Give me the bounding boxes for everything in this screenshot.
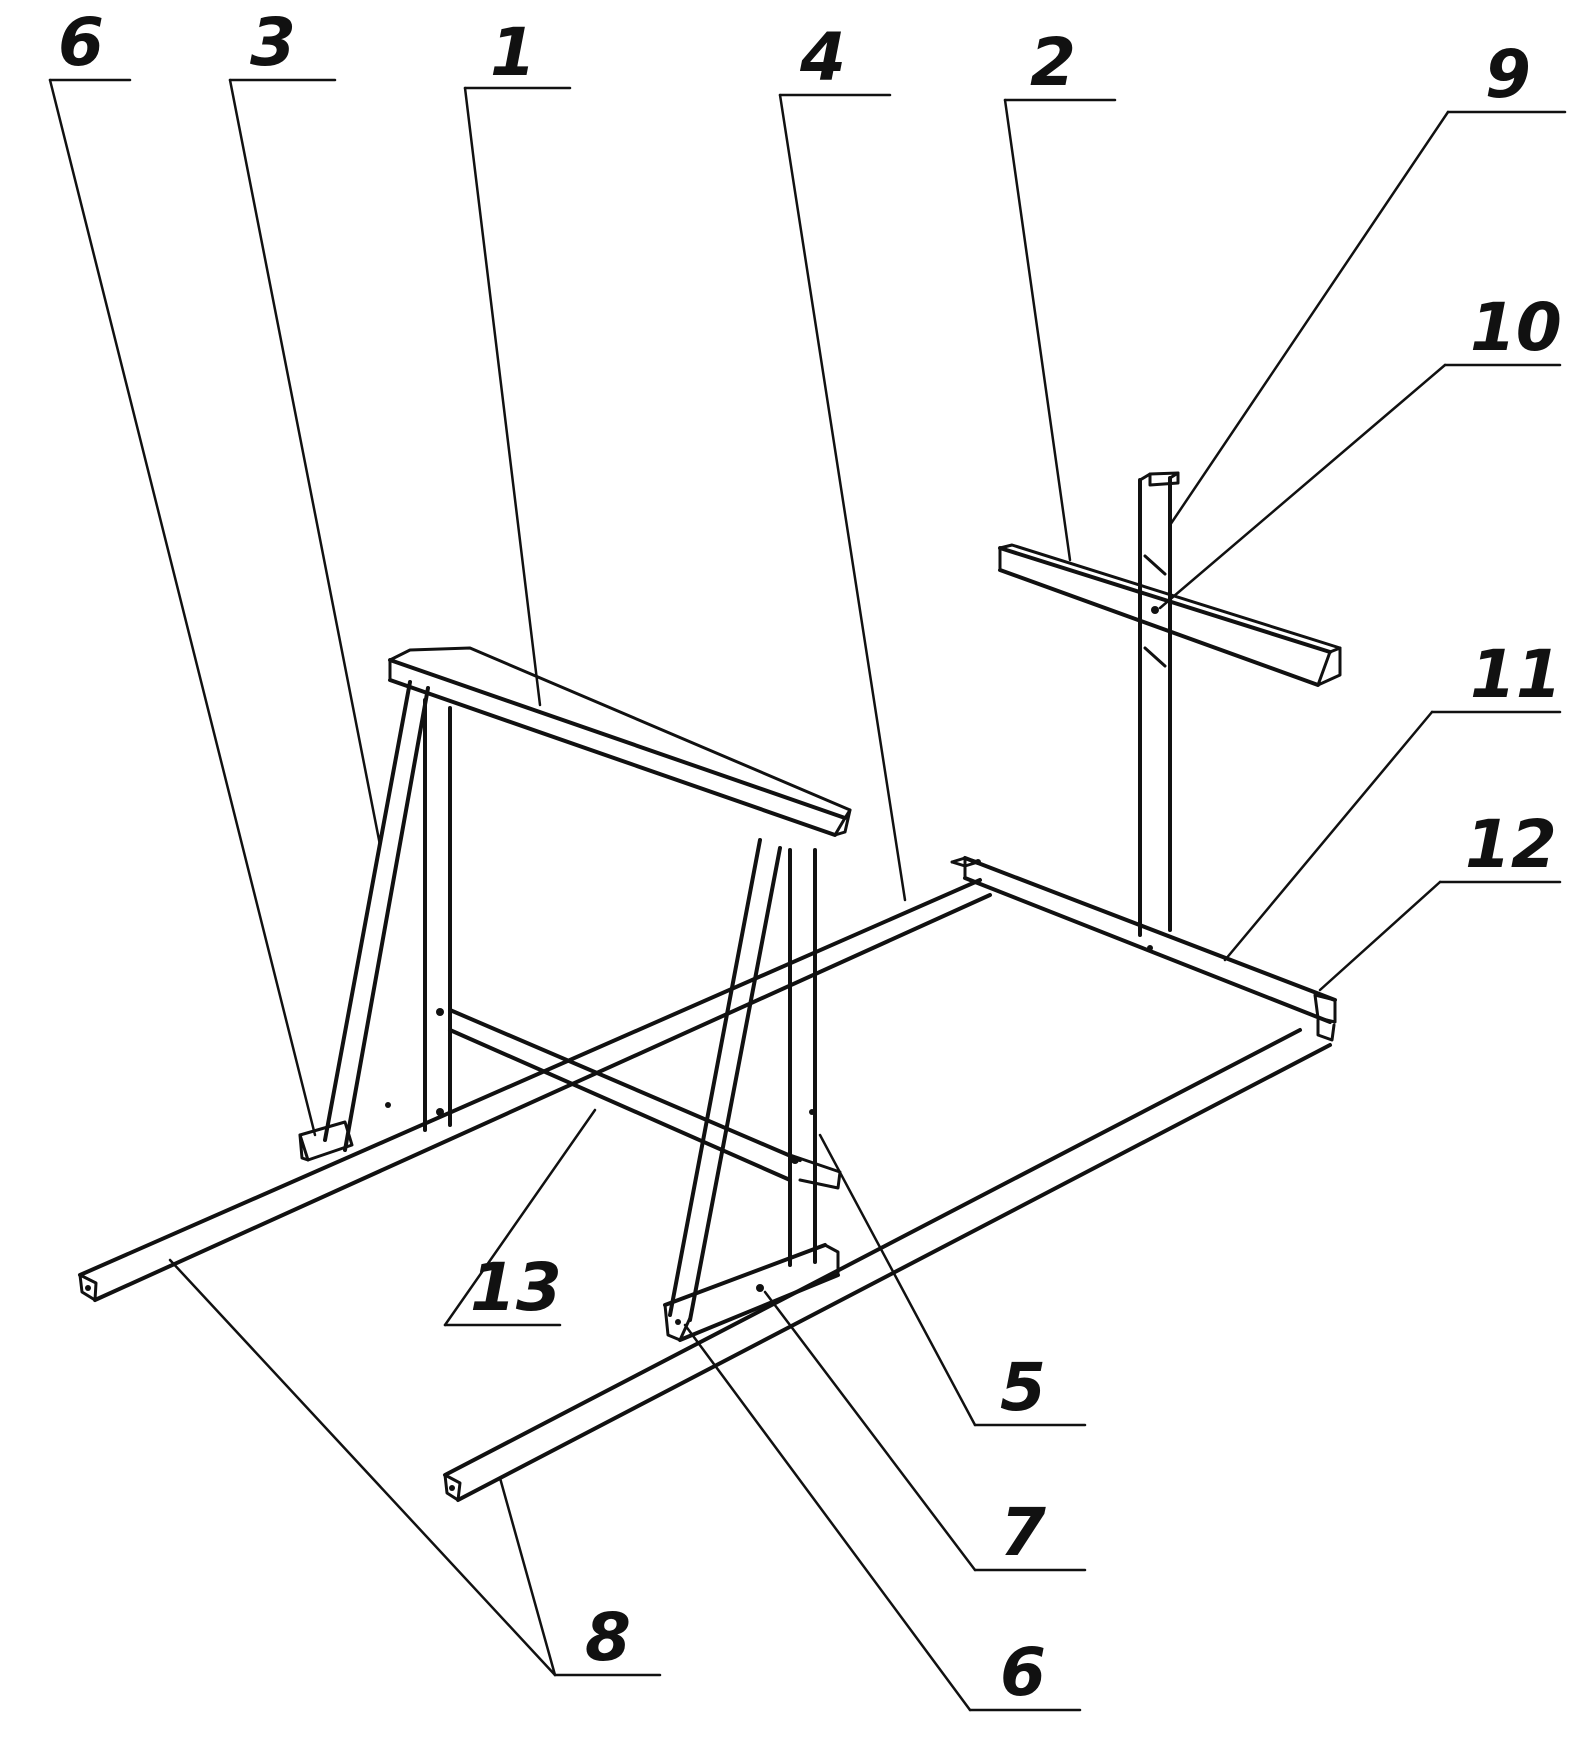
leader-7-line bbox=[763, 1290, 977, 1572]
leader-4-line bbox=[778, 93, 907, 902]
leader-8-line-b bbox=[498, 1476, 557, 1677]
right-foot-block bbox=[663, 1243, 840, 1342]
lower-brace bbox=[448, 1008, 842, 1190]
leader-12-line bbox=[1318, 880, 1442, 992]
upright-post bbox=[1138, 471, 1180, 937]
label-3: 3 bbox=[250, 4, 296, 81]
leader-13-line bbox=[443, 1108, 597, 1327]
label-2: 2 bbox=[1030, 24, 1076, 101]
right-legs bbox=[668, 838, 817, 1322]
leader-2-line bbox=[1003, 98, 1072, 562]
label-7: 7 bbox=[1000, 1494, 1046, 1571]
label-13: 13 bbox=[470, 1249, 562, 1326]
label-11: 11 bbox=[1470, 636, 1562, 713]
label-12: 12 bbox=[1465, 806, 1557, 883]
reference-numerals: 6 3 1 4 2 9 10 11 12 13 5 7 8 6 bbox=[58, 4, 1562, 1711]
left-runner bbox=[78, 878, 992, 1302]
leader-8-line-a bbox=[168, 1258, 557, 1677]
rear-crossbar bbox=[950, 856, 1337, 1024]
right-runner bbox=[443, 1028, 1332, 1502]
label-1: 1 bbox=[490, 14, 536, 91]
rear-corner bbox=[1316, 1018, 1336, 1042]
label-6-top: 6 bbox=[58, 4, 104, 81]
leader-3-line bbox=[228, 78, 382, 847]
leader-9-line bbox=[1168, 110, 1450, 527]
leader-11-line bbox=[1223, 710, 1434, 962]
leader-6-bottom-line bbox=[683, 1323, 972, 1712]
label-4: 4 bbox=[799, 19, 846, 96]
handle-crossbar bbox=[998, 543, 1342, 687]
leader-5-line bbox=[818, 1133, 977, 1427]
label-9: 9 bbox=[1485, 36, 1531, 113]
label-6-bottom: 6 bbox=[1000, 1634, 1046, 1711]
leader-6-top-line bbox=[48, 78, 317, 1137]
label-10: 10 bbox=[1470, 289, 1562, 366]
label-8: 8 bbox=[585, 1599, 631, 1676]
leader-10-line bbox=[1158, 363, 1447, 610]
frame-structure bbox=[78, 471, 1342, 1502]
left-legs bbox=[298, 680, 452, 1162]
leader-1-line bbox=[463, 86, 542, 707]
label-5: 5 bbox=[1000, 1349, 1046, 1426]
leader-lines bbox=[48, 78, 1567, 1712]
seat-board bbox=[388, 646, 852, 837]
